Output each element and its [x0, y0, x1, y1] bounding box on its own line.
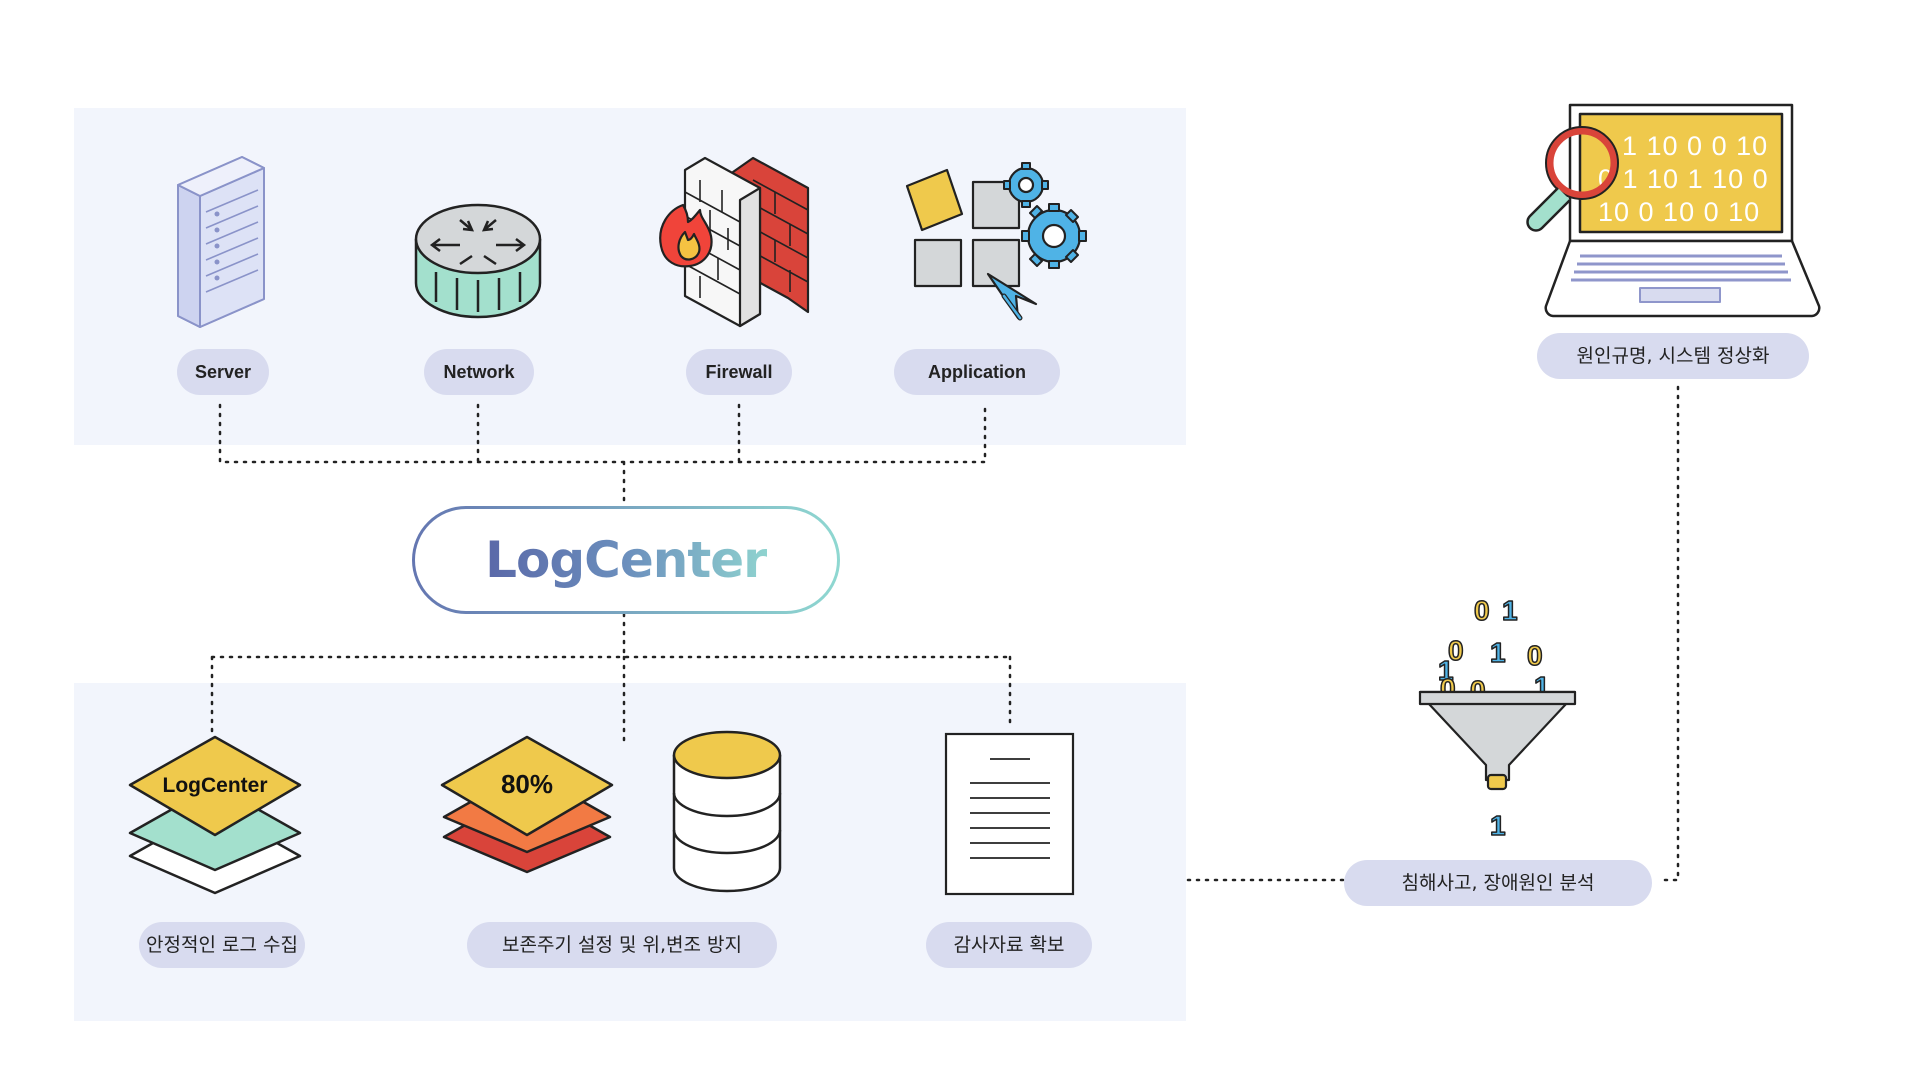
hub-title: LogCenter	[485, 531, 768, 589]
funnel-icon: 0 1 0 1 0 1 0 1 0 1	[1418, 594, 1577, 842]
application-label: Application	[894, 349, 1060, 395]
layered-stack-icon: LogCenter	[128, 735, 302, 895]
binary-digits: 0 1 0 1 0 1 0 1 0	[1437, 594, 1550, 707]
svg-text:1: 1	[1490, 810, 1506, 841]
application-gears-icon	[905, 162, 1087, 321]
stack-label: LogCenter	[163, 774, 268, 797]
laptop-magnifier-icon: 1 10 0 0 10 0 1 10 1 10 0 10 0 10 0 10	[1526, 103, 1821, 318]
svg-text:1: 1	[1490, 637, 1506, 668]
logcenter-hub: LogCenter	[412, 506, 840, 614]
svg-text:0: 0	[1474, 595, 1490, 626]
connector-analysis-to-recovery	[1663, 383, 1680, 882]
server-label: Server	[177, 349, 269, 395]
analysis-label: 침해사고, 장애원인 분석	[1344, 860, 1652, 906]
network-label: Network	[424, 349, 534, 395]
function-collect-label: 안정적인 로그 수집	[139, 922, 305, 968]
firewall-icon	[659, 156, 810, 328]
svg-text:1: 1	[1438, 655, 1454, 686]
stack-percent-label: 80%	[501, 769, 553, 799]
database-icon	[672, 730, 782, 893]
connector-hub-to-functions	[210, 612, 1012, 742]
function-audit-label: 감사자료 확보	[926, 922, 1092, 968]
svg-text:0: 0	[1527, 640, 1543, 671]
server-rack-icon	[177, 156, 265, 328]
svg-text:10 0 10 0 10: 10 0 10 0 10	[1598, 197, 1760, 227]
svg-text:0: 0	[1448, 635, 1464, 666]
document-icon	[944, 732, 1075, 896]
recovery-label: 원인규명, 시스템 정상화	[1537, 333, 1809, 379]
firewall-label: Firewall	[686, 349, 792, 395]
connector-lines	[210, 383, 1680, 882]
retention-stack-icon: 80%	[440, 735, 614, 874]
svg-text:0 1 10 1 10 0: 0 1 10 1 10 0	[1598, 164, 1769, 194]
connector-sources-bus	[218, 403, 987, 508]
screen-binary-text: 1 10 0 0 10 0 1 10 1 10 0 10 0 10 0 10	[1598, 131, 1769, 227]
svg-text:1 10 0 0 10: 1 10 0 0 10	[1622, 131, 1768, 161]
svg-text:1: 1	[1502, 595, 1518, 626]
network-router-icon	[414, 203, 542, 319]
function-retention-label: 보존주기 설정 및 위,변조 방지	[467, 922, 777, 968]
